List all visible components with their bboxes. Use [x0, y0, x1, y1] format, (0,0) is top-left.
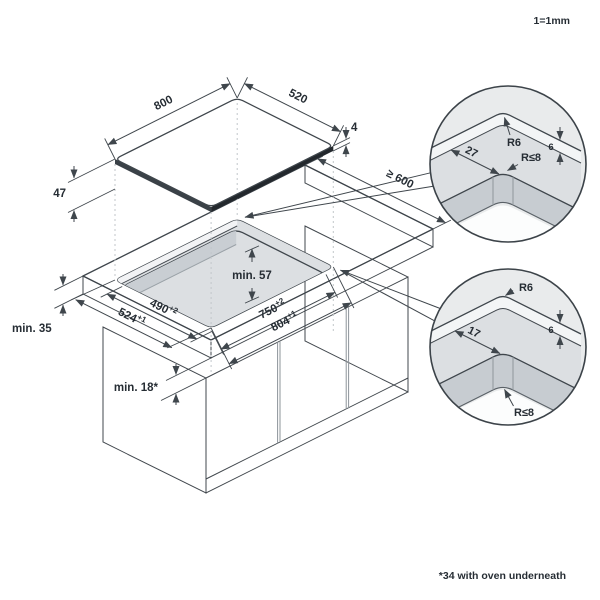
corner-detail-bottom: R6 17 R≤8 6	[429, 268, 587, 426]
label-ledge-width: 17	[466, 325, 482, 341]
leader-top	[244, 172, 434, 219]
scale-note: 1=1mm	[534, 15, 570, 27]
door-gap	[345, 307, 350, 410]
detail-top-annotations: R6 27 R≤8 6	[450, 117, 564, 175]
dim-cooktop-depth: 520	[236, 77, 345, 147]
cabinet-right-panel	[304, 225, 409, 393]
glass-edge-front	[211, 145, 334, 212]
dim-label-520: 520	[287, 87, 310, 106]
dim-worktop-depth: ≥ 600	[304, 155, 452, 230]
dim-label-min35: min. 35	[12, 323, 52, 335]
rebate-step-back	[117, 220, 238, 287]
label-inner-radius: R≤8	[521, 152, 541, 164]
detail-circle-outline	[429, 85, 587, 243]
label-outer-radius: R6	[507, 137, 521, 149]
dim-label-min57: min. 57	[232, 270, 272, 282]
dim-label-min18: min. 18*	[114, 382, 159, 394]
label-outer-radius: R6	[519, 282, 533, 294]
dim-worktop-thickness: min. 35	[12, 274, 84, 335]
dim-label-600: ≥ 600	[384, 168, 415, 192]
label-inner-radius: R≤8	[514, 407, 534, 419]
glass-surface	[117, 98, 332, 207]
detail-circle-outline	[429, 268, 587, 426]
plinth-line	[205, 377, 409, 480]
dim-glass-edge: 4	[333, 122, 358, 157]
door-gap	[277, 341, 281, 444]
label-rebate-depth: 6	[548, 325, 553, 336]
leader-bottom	[340, 269, 441, 322]
dim-label-47: 47	[53, 188, 66, 200]
dim-cooktop-length: 800	[104, 77, 238, 160]
glass-edge-left	[115, 159, 212, 212]
detail-bottom-annotations: R6 17 R≤8 6	[454, 282, 564, 419]
dim-label-4: 4	[351, 122, 358, 134]
dim-label-524: 524+1	[116, 304, 148, 330]
cabinet-left-panel	[102, 326, 207, 494]
corner-detail-top: R6 27 R≤8 6	[429, 85, 587, 243]
label-rebate-depth: 6	[548, 142, 553, 153]
dim-label-800: 800	[152, 94, 175, 113]
label-ledge-width: 27	[463, 144, 479, 160]
dim-cooktop-height: 47	[53, 158, 116, 222]
footnote: *34 with oven underneath	[439, 570, 566, 582]
dim-gap-under-worktop: min. 18*	[114, 357, 212, 405]
cooktop-panel	[115, 98, 334, 212]
cutout	[117, 220, 331, 327]
